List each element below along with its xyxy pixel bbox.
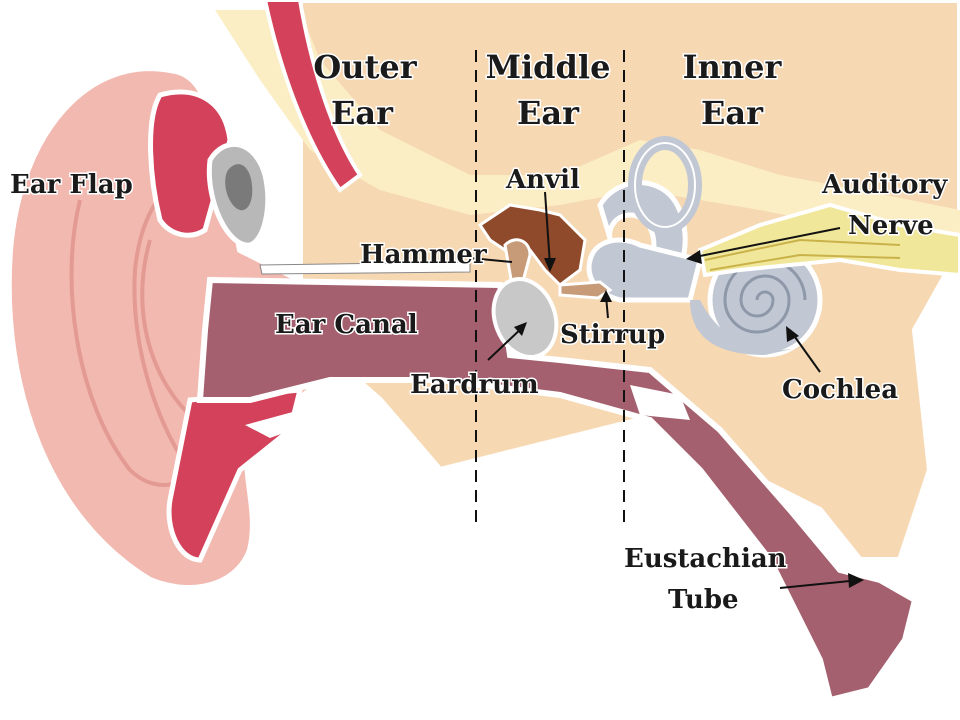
upper-cartilage	[148, 89, 233, 238]
cochlea-label: Cochlea	[782, 375, 898, 405]
ear-canal-label: Ear Canal	[275, 310, 418, 340]
middle-ear-heading-1: Middle	[486, 48, 611, 86]
canal-wall-highlight	[259, 261, 471, 275]
eustachian-label-1: Eustachian	[624, 544, 787, 574]
pale-tissue-band	[215, 10, 960, 250]
outer-ear-bone-lump-inner	[225, 164, 253, 211]
middle-ear-heading-2: Ear	[517, 94, 580, 132]
ear-flap-label: Ear Flap	[10, 170, 133, 200]
anvil-bone	[477, 203, 587, 287]
hammer-pointer	[469, 257, 513, 263]
anvil-pointer	[544, 191, 551, 266]
skull-cartilage-strip	[262, 0, 363, 193]
inner-ear-labyrinth	[586, 136, 823, 358]
ear-flap-inner-fold	[140, 239, 197, 422]
nerve-label: Nerve	[848, 211, 934, 241]
anvil-pointer-head	[544, 258, 556, 272]
inner-ear-heading-2: Ear	[701, 94, 764, 132]
stirrup-label: Stirrup	[560, 320, 665, 350]
hammer-label: Hammer	[360, 240, 487, 270]
eustachian-label-2: Tube	[668, 585, 739, 615]
eardrum-shape	[491, 277, 559, 359]
ear-canal-shape	[196, 276, 919, 704]
eustachian-pointer	[779, 579, 861, 589]
inner-ear-heading-1: Inner	[683, 48, 783, 86]
stirrup-bone	[558, 280, 613, 300]
eardrum-pointer-head	[514, 322, 527, 336]
ossicles	[477, 203, 613, 300]
eardrum-label: Eardrum	[410, 370, 539, 400]
cochlea-pointer-head	[786, 326, 799, 342]
anvil-label: Anvil	[505, 165, 580, 195]
outer-ear-heading-1: Outer	[313, 48, 417, 86]
nerve-pointer	[689, 227, 841, 259]
stirrup-pointer-head	[600, 290, 612, 302]
outer-ear-heading-2: Ear	[331, 94, 394, 132]
lower-canal-cavity	[245, 410, 320, 438]
nerve-pointer-head	[686, 250, 702, 264]
auditory-label: Auditory	[821, 170, 948, 200]
eustachian-pointer-head	[848, 573, 864, 588]
auditory-nerve-fibers	[704, 238, 901, 271]
mastoid-cavity	[630, 385, 690, 420]
